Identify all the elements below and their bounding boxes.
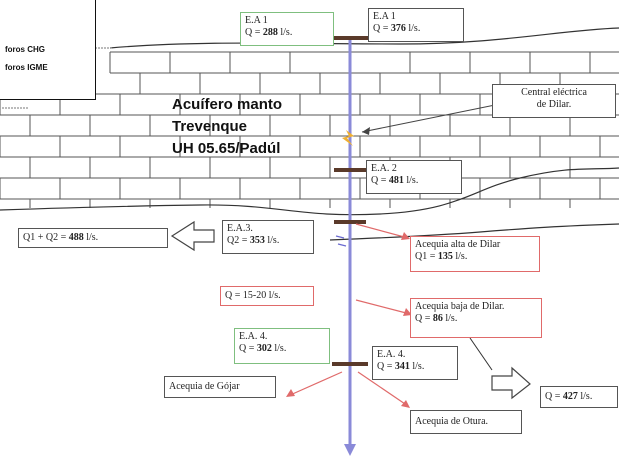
- q427-box: Q = 427 l/s.: [540, 386, 618, 408]
- small-flow-arrow-2: [337, 243, 347, 247]
- flow-unit: l/s.: [577, 391, 593, 402]
- flow-prefix: Q =: [415, 313, 433, 324]
- terrain-line-middle: [0, 167, 619, 216]
- acequia-otura-text: Acequia de Otura.: [415, 416, 489, 427]
- q1-plus-q2-box: Q1 + Q2 = 488 l/s.: [18, 228, 168, 248]
- aquifer-label: Acuífero manto Trevenque UH 05.65/Padúl: [172, 94, 282, 160]
- red-arrow-gojar: [287, 371, 343, 397]
- legend-box: foros CHG foros IGME: [0, 0, 96, 100]
- acequia-baja-box: Acequia baja de Dilar. Q = 86 l/s.: [410, 298, 542, 338]
- brick-wall-pattern: [0, 51, 619, 208]
- central-pointer-line: [361, 104, 496, 133]
- flow-value: 341: [394, 361, 410, 372]
- flow-prefix: Q =: [545, 391, 563, 402]
- acequia-gojar-text: Acequia de Gójar: [169, 381, 240, 392]
- station-ea1-right: E.A 1 Q = 376 l/s.: [368, 8, 464, 42]
- station-name: E.A 1: [373, 11, 396, 22]
- flow-value: 302: [256, 343, 272, 354]
- acequia-gojar-box: Acequia de Gójar: [164, 376, 276, 398]
- terrain-line-lower: [329, 223, 619, 241]
- legend-row-igme: foros IGME: [5, 63, 48, 72]
- station-flow: Q2 = 353 l/s.: [227, 235, 309, 247]
- red-arrow-baja: [355, 299, 411, 315]
- acequia-alta-box: Acequia alta de Dilar Q1 = 135 l/s.: [410, 236, 540, 272]
- seepage-flow-text: Q = 15-20 l/s.: [225, 290, 281, 301]
- flow-unit: l/s.: [83, 232, 99, 243]
- red-arrow-otura: [357, 371, 409, 407]
- station-name: E.A.3.: [227, 223, 253, 234]
- acequia-otura-box: Acequia de Otura.: [410, 410, 522, 434]
- flow-unit: l/s.: [271, 343, 287, 354]
- flow-prefix: Q1 + Q2 =: [23, 232, 69, 243]
- red-arrow-baja-head: [403, 308, 412, 316]
- acequia-baja-flow: Q = 86 l/s.: [415, 313, 537, 325]
- acequia-alta-flow: Q1 = 135 l/s.: [415, 251, 535, 263]
- station-ea3: E.A.3. Q2 = 353 l/s.: [222, 220, 314, 254]
- red-arrow-alta-head: [401, 232, 410, 240]
- central-pointer-head: [362, 127, 370, 135]
- station-name: E.A. 4.: [377, 349, 406, 360]
- legend-row-chg: foros CHG: [5, 45, 45, 54]
- red-arrow-gojar-head: [286, 389, 295, 397]
- aquifer-line-2: Trevenque: [172, 118, 248, 135]
- seepage-flow-box: Q = 15-20 l/s.: [220, 286, 314, 306]
- flow-unit: l/s.: [277, 27, 293, 38]
- station-name: E.A 1: [245, 15, 268, 26]
- flow-unit: l/s.: [264, 235, 280, 246]
- aquifer-line-3: UH 05.65/Padúl: [172, 140, 281, 157]
- station-name: E.A. 2: [371, 163, 397, 174]
- red-arrow-otura-head: [401, 400, 410, 408]
- central-electrica-box: Central eléctrica de Dilar.: [492, 84, 616, 118]
- flow-value: 288: [262, 27, 278, 38]
- flow-value: 86: [432, 313, 443, 324]
- station-flow: Q = 302 l/s.: [239, 343, 325, 355]
- flow-prefix: Q =: [371, 175, 389, 186]
- flow-prefix: Q =: [245, 27, 263, 38]
- station-flow: Q = 376 l/s.: [373, 23, 459, 35]
- station-ea2: E.A. 2 Q = 481 l/s.: [366, 160, 462, 194]
- central-line-1: Central eléctrica: [521, 87, 587, 98]
- station-ea4-right: E.A. 4. Q = 341 l/s.: [372, 346, 458, 380]
- small-flow-arrow-1: [335, 235, 345, 239]
- station-flow: Q = 481 l/s.: [371, 175, 457, 187]
- terrain-line-top: [109, 27, 619, 49]
- flow-value: 427: [562, 391, 578, 402]
- station-flow: Q = 341 l/s.: [377, 361, 453, 373]
- central-line-2: de Dilar.: [536, 99, 572, 110]
- hollow-arrow-left: [170, 220, 215, 252]
- flow-prefix: Q =: [377, 361, 395, 372]
- station-ea4-left: E.A. 4. Q = 302 l/s.: [234, 328, 330, 364]
- flow-unit: l/s.: [403, 175, 419, 186]
- power-plant-marker: [342, 130, 354, 146]
- flow-value: 135: [437, 251, 453, 262]
- baja-connector-line: [469, 337, 493, 371]
- flow-prefix: Q =: [239, 343, 257, 354]
- aquifer-line-1: Acuífero manto: [172, 96, 283, 113]
- river-arrowhead: [344, 444, 356, 456]
- flow-value: 353: [249, 235, 265, 246]
- flow-prefix: Q =: [373, 23, 391, 34]
- flow-unit: l/s.: [442, 313, 458, 324]
- flow-value: 376: [390, 23, 406, 34]
- flow-unit: l/s.: [405, 23, 421, 34]
- acequia-alta-name: Acequia alta de Dilar: [415, 239, 501, 250]
- flow-unit: l/s.: [409, 361, 425, 372]
- station-name: E.A. 4.: [239, 331, 268, 342]
- red-arrow-alta: [355, 223, 409, 239]
- flow-value: 488: [68, 232, 84, 243]
- station-flow: Q = 288 l/s.: [245, 27, 329, 39]
- flow-prefix: Q1 =: [415, 251, 438, 262]
- flow-unit: l/s.: [452, 251, 468, 262]
- flow-prefix: Q2 =: [227, 235, 250, 246]
- hollow-arrow-right: [491, 366, 531, 400]
- acequia-baja-name: Acequia baja de Dilar.: [415, 301, 505, 312]
- flow-value: 481: [388, 175, 404, 186]
- station-ea1-left: E.A 1 Q = 288 l/s.: [240, 12, 334, 46]
